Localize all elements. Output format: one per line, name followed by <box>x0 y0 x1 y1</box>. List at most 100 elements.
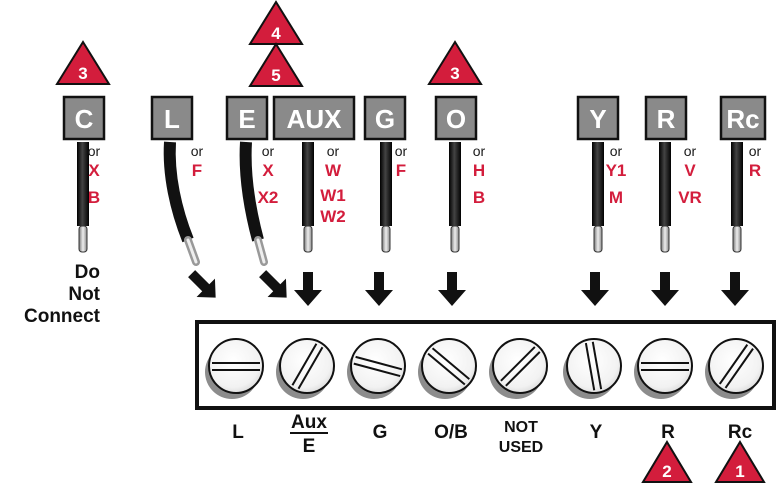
or-text: or <box>473 143 486 159</box>
or-text: or <box>262 143 275 159</box>
do-not-connect-note: Do Not Connect <box>24 262 101 327</box>
wire-r <box>659 142 671 253</box>
alt-label: R <box>749 161 761 180</box>
alt-label: W <box>325 161 342 180</box>
or-text: or <box>191 143 204 159</box>
arrow-down-right-icon <box>259 270 287 298</box>
screw-rc <box>705 338 764 399</box>
alt-label: X <box>262 161 274 180</box>
wire-g <box>380 142 392 253</box>
arrow-down-icon <box>294 272 322 306</box>
warning-triangle-o: 3 <box>427 40 483 85</box>
wire-tag-rc: Rc <box>719 95 767 141</box>
alt-label: M <box>609 188 623 207</box>
screw-g <box>347 338 406 399</box>
or-text: or <box>395 143 408 159</box>
wire-y <box>592 142 604 253</box>
terminal-label-o-b: O/B <box>434 422 468 443</box>
or-text: or <box>610 143 623 159</box>
dnc-line: Not <box>68 284 100 305</box>
wire-tag-label: C <box>75 104 94 134</box>
terminal-label-r: R <box>661 422 675 443</box>
wire-tag-aux: AUX <box>272 95 356 141</box>
terminal-label-used: USED <box>499 439 543 456</box>
wire-o <box>449 142 461 253</box>
alt-labels-g: or F <box>395 143 408 180</box>
warning-triangle-e-top: 4 <box>248 0 304 45</box>
terminal-label-e: E <box>303 436 316 457</box>
wire-tag-c: C <box>62 95 106 141</box>
alt-label: F <box>192 161 202 180</box>
alt-label: H <box>473 161 485 180</box>
wire-tag-label: G <box>375 104 395 134</box>
wire-tag-label: Y <box>589 104 606 134</box>
wire-aux <box>302 142 314 253</box>
warning-triangle-e-bottom: 5 <box>248 42 304 87</box>
alt-labels-r: or V VR <box>678 143 702 207</box>
screw-r <box>634 338 693 399</box>
warning-number: 4 <box>271 24 281 43</box>
arrows <box>188 270 749 306</box>
arrow-down-icon <box>581 272 609 306</box>
alt-labels-e: or X X2 <box>258 143 279 207</box>
wire-c <box>77 142 89 253</box>
or-text: or <box>684 143 697 159</box>
alt-labels-rc: or R <box>749 143 762 180</box>
or-text: or <box>749 143 762 159</box>
wire-tag-label: O <box>446 104 466 134</box>
wire-rc <box>731 142 743 253</box>
arrow-down-right-icon <box>188 270 216 298</box>
screw-y <box>563 338 622 399</box>
dnc-line: Do <box>75 262 100 283</box>
screw-o-b <box>418 338 477 399</box>
warning-number: 3 <box>450 64 459 83</box>
alt-label: W1 <box>320 186 346 205</box>
wire-tag-y: Y <box>576 95 620 141</box>
terminal-label-l: L <box>232 422 244 443</box>
arrow-down-icon <box>438 272 466 306</box>
or-text: or <box>327 143 340 159</box>
terminal-label-not: NOT <box>504 419 538 436</box>
alt-label: V <box>684 161 696 180</box>
wire-tag-label: E <box>238 104 255 134</box>
alt-labels-aux: or W W1 W2 <box>320 143 346 226</box>
wire-tag-l: L <box>150 95 194 141</box>
screw-terminals <box>205 338 764 399</box>
wire-tag-e: E <box>225 95 269 141</box>
arrow-down-icon <box>721 272 749 306</box>
terminal-label-y: Y <box>590 422 603 443</box>
terminal-labels: L Aux E G O/B NOT USED Y R Rc <box>232 412 752 457</box>
warning-triangle-rc: 1 <box>714 440 766 483</box>
arrow-down-icon <box>651 272 679 306</box>
or-text: or <box>88 143 101 159</box>
alt-labels-y: or Y1 M <box>606 143 627 207</box>
screw-l <box>205 338 264 399</box>
wire-e <box>239 141 268 266</box>
wire-tag-label: AUX <box>287 104 343 134</box>
arrow-down-icon <box>365 272 393 306</box>
terminal-label-g: G <box>373 422 388 443</box>
wire-tag-label: R <box>657 104 676 134</box>
alt-labels-l: or F <box>191 143 204 180</box>
wire-l <box>163 141 200 266</box>
alt-labels-o: or H B <box>473 143 486 207</box>
alt-label: B <box>88 188 100 207</box>
wire-tag-r: R <box>644 95 688 141</box>
warning-triangle-c: 3 <box>55 40 111 85</box>
alt-label: Y1 <box>606 161 627 180</box>
warning-number: 3 <box>78 64 87 83</box>
warning-triangle-r: 2 <box>641 440 693 483</box>
warning-number: 5 <box>271 66 280 85</box>
alt-label: F <box>396 161 406 180</box>
wire-tag-label: L <box>164 104 180 134</box>
terminal-label-rc: Rc <box>728 422 753 443</box>
wire-tag-g: G <box>363 95 407 141</box>
terminal-label-aux: Aux <box>291 412 327 433</box>
alt-label: X <box>88 161 100 180</box>
wire-tag-label: Rc <box>726 104 759 134</box>
screw-aux-e <box>276 338 335 399</box>
alt-label: VR <box>678 188 702 207</box>
alt-label: W2 <box>320 207 346 226</box>
alt-labels-c: or X B <box>88 143 101 207</box>
